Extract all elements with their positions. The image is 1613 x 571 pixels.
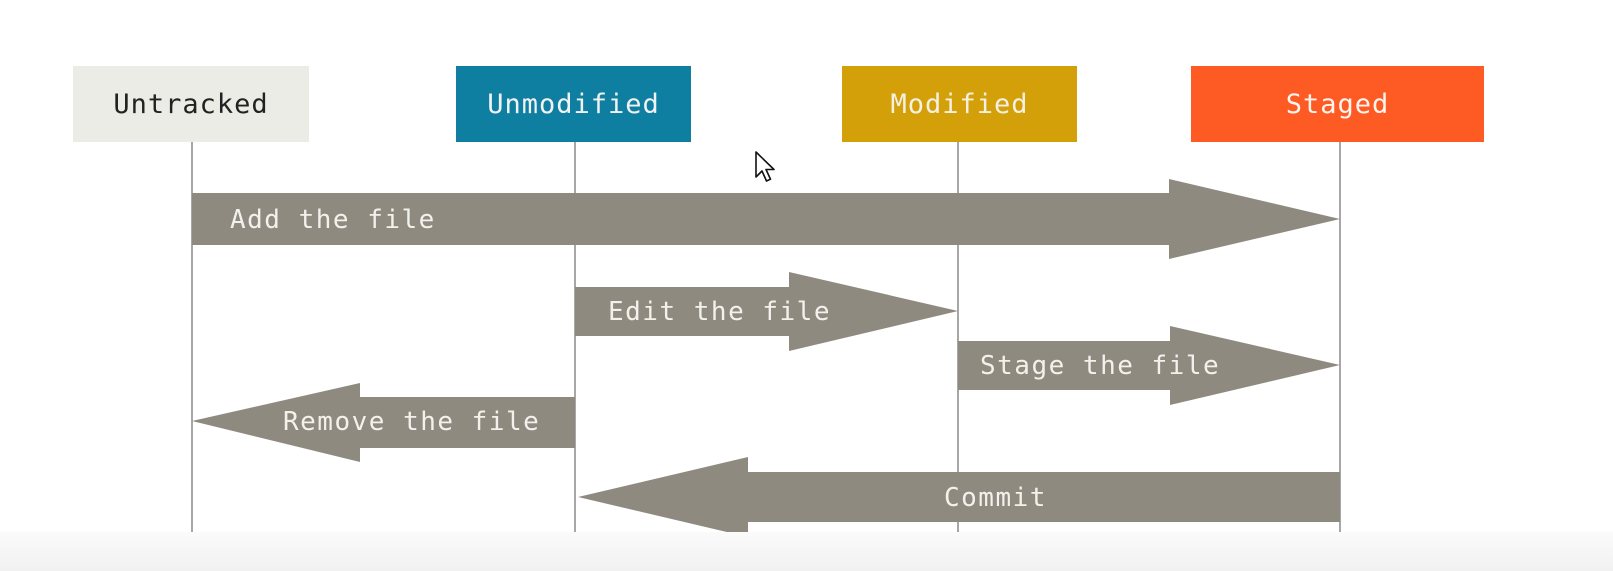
state-label-modified: Modified	[890, 88, 1029, 120]
state-box-unmodified: Unmodified	[456, 66, 691, 142]
state-label-untracked: Untracked	[113, 88, 269, 120]
arrow-remove-the-file: Remove the file	[192, 383, 575, 462]
bottom-edge-band	[0, 532, 1613, 571]
arrow-shape-remove-the-file	[192, 383, 575, 462]
state-label-staged: Staged	[1285, 88, 1390, 120]
arrow-shape-edit-the-file	[575, 272, 958, 351]
arrow-add-the-file: Add the file	[192, 179, 1340, 259]
arrow-label-remove-the-file: Remove the file	[283, 407, 540, 437]
state-box-modified: Modified	[842, 66, 1077, 142]
arrow-label-stage-the-file: Stage the file	[980, 351, 1220, 381]
state-box-untracked: Untracked	[73, 66, 309, 142]
state-box-staged: Staged	[1191, 66, 1484, 142]
arrow-shape-add-the-file	[192, 179, 1340, 259]
arrow-label-edit-the-file: Edit the file	[608, 297, 831, 327]
arrow-label-commit: Commit	[944, 483, 1047, 513]
arrow-label-add-the-file: Add the file	[230, 205, 436, 235]
arrow-edit-the-file: Edit the file	[575, 272, 958, 351]
arrow-stage-the-file: Stage the file	[958, 326, 1340, 405]
arrow-shape-commit	[578, 457, 1340, 537]
mouse-pointer-icon	[755, 151, 775, 182]
state-label-unmodified: Unmodified	[487, 88, 660, 120]
arrow-commit: Commit	[578, 457, 1340, 537]
arrow-shape-stage-the-file	[958, 326, 1340, 405]
